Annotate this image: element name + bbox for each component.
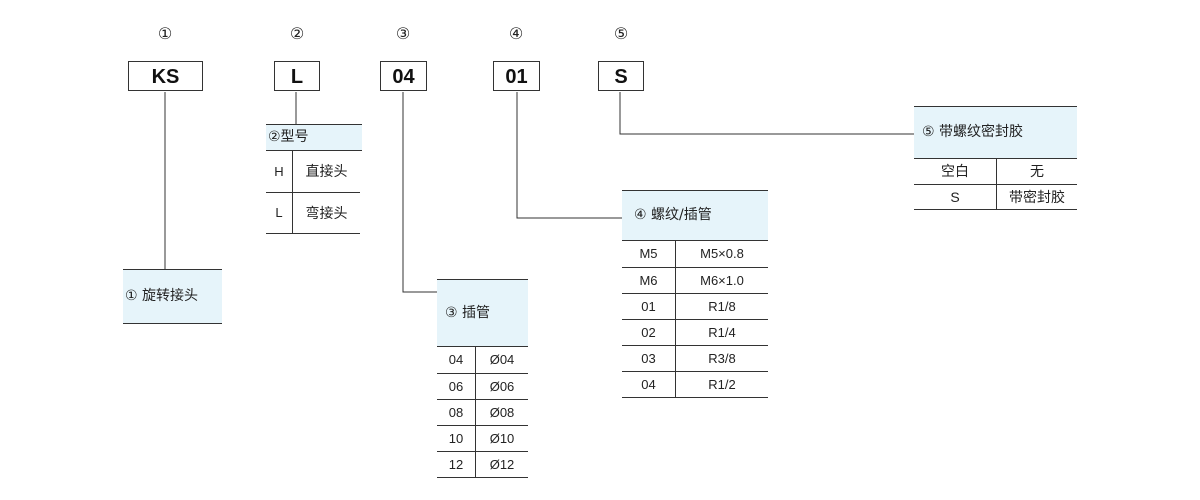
position-marker-1: ① <box>157 24 173 43</box>
table-cell-code: M6 <box>622 267 676 294</box>
section4-table: M5 M5×0.8 M6 M6×1.0 01 R1/8 02 R1/4 03 R… <box>622 241 768 398</box>
table-cell-code: H <box>266 151 293 193</box>
table-cell-desc: Ø06 <box>475 373 528 400</box>
section4-title: ④ 螺纹/插管 <box>634 207 712 223</box>
section3-table: 04 Ø04 06 Ø06 08 Ø08 10 Ø10 12 Ø12 <box>437 347 528 478</box>
table-cell-code: 02 <box>622 319 676 346</box>
table-cell-code: 06 <box>437 373 476 400</box>
section2-header: ②型号 <box>266 124 362 151</box>
table-cell-desc: 直接头 <box>292 151 360 193</box>
table-cell-code: 04 <box>437 347 476 374</box>
position-marker-5: ⑤ <box>613 24 629 43</box>
table-cell-code: M5 <box>622 241 676 268</box>
table-cell-code: 01 <box>622 293 676 320</box>
table-cell-desc: 弯接头 <box>292 192 360 234</box>
table-row: H 直接头 <box>266 151 360 193</box>
table-row: 03 R3/8 <box>622 345 768 372</box>
table-cell-code: 04 <box>622 371 676 398</box>
table-row: M5 M5×0.8 <box>622 241 768 268</box>
code-box-ks: KS <box>128 61 203 91</box>
section5-title: ⑤ 带螺纹密封胶 <box>922 124 1024 140</box>
table-cell-code: 10 <box>437 425 476 452</box>
table-cell-desc: R1/4 <box>675 319 768 346</box>
table-cell-desc: 带密封胶 <box>996 184 1077 210</box>
table-cell-code: 空白 <box>914 159 997 185</box>
section1-header: ① 旋转接头 <box>123 269 222 324</box>
table-row: M6 M6×1.0 <box>622 267 768 294</box>
table-cell-code: 03 <box>622 345 676 372</box>
code-box-04: 04 <box>380 61 427 91</box>
table-row: 空白 无 <box>914 159 1077 185</box>
table-cell-desc: Ø04 <box>475 347 528 374</box>
table-row: 08 Ø08 <box>437 399 528 426</box>
table-row: 01 R1/8 <box>622 293 768 320</box>
table-row: 04 R1/2 <box>622 371 768 398</box>
table-cell-code: S <box>914 184 997 210</box>
section4-header: ④ 螺纹/插管 <box>622 190 768 241</box>
section2-title: ②型号 <box>268 129 309 145</box>
table-row: 10 Ø10 <box>437 425 528 452</box>
table-cell-desc: R1/8 <box>675 293 768 320</box>
section3-header: ③ 插管 <box>437 279 528 347</box>
code-box-s: S <box>598 61 644 91</box>
table-row: 12 Ø12 <box>437 451 528 478</box>
section3-title: ③ 插管 <box>445 305 491 321</box>
table-row: 06 Ø06 <box>437 373 528 400</box>
table-cell-desc: Ø12 <box>475 451 528 478</box>
section5-header: ⑤ 带螺纹密封胶 <box>914 106 1077 159</box>
section2-table: H 直接头 L 弯接头 <box>266 151 360 234</box>
table-row: 04 Ø04 <box>437 347 528 374</box>
table-cell-code: 08 <box>437 399 476 426</box>
table-row: S 带密封胶 <box>914 184 1077 210</box>
table-cell-desc: R1/2 <box>675 371 768 398</box>
table-cell-desc: Ø08 <box>475 399 528 426</box>
position-marker-2: ② <box>289 24 305 43</box>
section5-table: 空白 无 S 带密封胶 <box>914 159 1077 210</box>
position-marker-3: ③ <box>395 24 411 43</box>
table-cell-code: L <box>266 192 293 234</box>
table-cell-desc: R3/8 <box>675 345 768 372</box>
table-row: 02 R1/4 <box>622 319 768 346</box>
table-cell-desc: 无 <box>996 159 1077 185</box>
code-box-l: L <box>274 61 320 91</box>
section1-title: ① 旋转接头 <box>125 288 199 304</box>
position-marker-4: ④ <box>508 24 524 43</box>
table-cell-desc: M6×1.0 <box>675 267 768 294</box>
table-cell-code: 12 <box>437 451 476 478</box>
table-cell-desc: Ø10 <box>475 425 528 452</box>
table-cell-desc: M5×0.8 <box>675 241 768 268</box>
table-row: L 弯接头 <box>266 192 360 234</box>
code-box-01: 01 <box>493 61 540 91</box>
